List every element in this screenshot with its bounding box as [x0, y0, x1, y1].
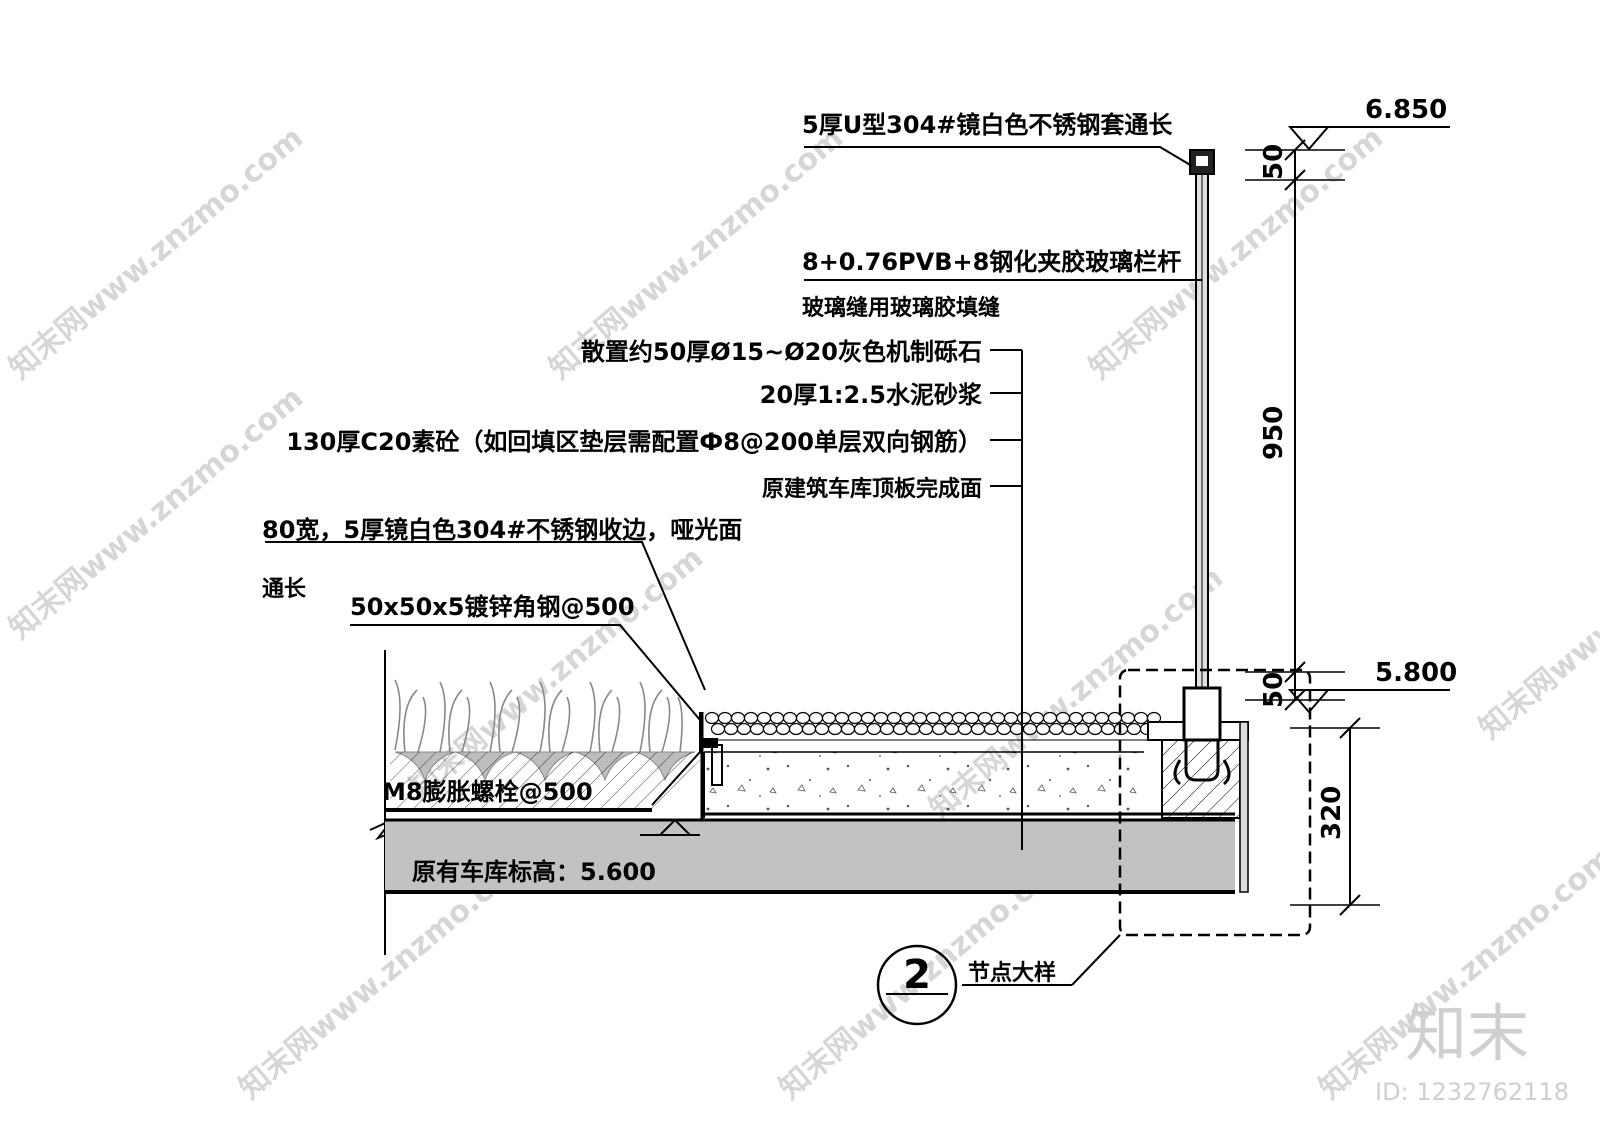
gravel-pebble — [788, 722, 804, 736]
detail-title: 节点大样 — [968, 960, 1056, 986]
gravel-pebble — [860, 711, 876, 725]
brand-watermark: 知末 — [1405, 997, 1529, 1070]
gravel-pebble — [1061, 722, 1077, 736]
watermark-text: 知末网www.znzmo.com — [3, 120, 310, 386]
gravel-pebble — [1003, 711, 1019, 725]
gravel-pebble — [1094, 711, 1110, 725]
watermark-text: 知末网www.znzmo.com — [3, 380, 310, 646]
gravel-pebble — [1068, 711, 1084, 725]
gravel-pebble — [990, 711, 1006, 725]
gravel-pebble — [834, 711, 850, 725]
gravel-pebble — [925, 711, 941, 725]
label-mortar: 20厚1:2.5水泥砂浆 — [760, 381, 983, 409]
gravel-pebble — [1074, 722, 1090, 736]
gravel-pebble — [983, 722, 999, 736]
gravel-pebble — [1087, 722, 1103, 736]
gravel-pebble — [704, 711, 720, 725]
gravel-pebble — [1048, 722, 1064, 736]
gravel-pebble — [840, 722, 856, 736]
gravel-pebble — [977, 711, 993, 725]
gravel-pebble — [736, 722, 752, 736]
gravel-pebble — [1042, 711, 1058, 725]
gravel-pebble — [723, 722, 739, 736]
label-edge-strip-cont: 通长 — [262, 577, 307, 602]
gravel-pebble — [1016, 711, 1032, 725]
gravel-pebble — [1029, 711, 1045, 725]
label-glass-rail: 8+0.76PVB+8钢化夹胶玻璃栏杆 — [802, 248, 1181, 276]
gravel-pebble — [827, 722, 843, 736]
label-glass-joint: 玻璃缝用玻璃胶填缝 — [802, 295, 1000, 321]
gravel-pebble — [1035, 722, 1051, 736]
gravel-pebble — [892, 722, 908, 736]
detail-number: 2 — [903, 952, 931, 998]
label-roof-slab: 原建筑车库顶板完成面 — [762, 476, 982, 502]
dim-950: 950 — [1259, 406, 1289, 460]
gravel-pebble — [749, 722, 765, 736]
gravel-pebble — [1133, 711, 1149, 725]
gravel-pebble — [717, 711, 733, 725]
gravel-pebble — [814, 722, 830, 736]
gravel-pebble — [808, 711, 824, 725]
label-gravel: 散置约50厚Ø15~Ø20灰色机制砾石 — [581, 338, 982, 366]
gravel-pebble — [847, 711, 863, 725]
gravel-pebble — [1022, 722, 1038, 736]
gravel-pebble — [795, 711, 811, 725]
grass-planting — [394, 679, 683, 753]
gravel-pebble — [957, 722, 973, 736]
watermark-text: 知末网www.znzmo.com — [1473, 480, 1600, 746]
gravel-pebble — [1100, 722, 1116, 736]
gravel-pebble — [970, 722, 986, 736]
gravel-pebble — [730, 711, 746, 725]
label-garage-level: 原有车库标高：5.600 — [412, 858, 656, 886]
section-drawing — [265, 126, 1450, 1026]
dim-50-top: 50 — [1259, 144, 1289, 180]
label-concrete: 130厚C20素砼（如回填区垫层需配置Ф8@200单层双向钢筋） — [286, 428, 982, 456]
elevation-top: 6.850 — [1365, 95, 1447, 125]
gravel-pebble — [944, 722, 960, 736]
gravel-pebble — [775, 722, 791, 736]
gravel-pebble — [1081, 711, 1097, 725]
gravel-pebble — [1120, 711, 1136, 725]
annotation-labels: 5厚U型304#镜白色不锈钢套通长 8+0.76PVB+8钢化夹胶玻璃栏杆 玻璃… — [262, 95, 1457, 998]
label-u-channel: 5厚U型304#镜白色不锈钢套通长 — [802, 111, 1173, 139]
gravel-pebble — [918, 722, 934, 736]
gravel-pebble — [938, 711, 954, 725]
gravel-pebble — [1126, 722, 1142, 736]
elevation-mid: 5.800 — [1375, 658, 1457, 688]
dim-50-bottom: 50 — [1259, 672, 1289, 708]
gravel-pebble — [710, 722, 726, 736]
gravel-pebble — [1055, 711, 1071, 725]
gravel-layer — [704, 711, 1168, 741]
gravel-pebble — [866, 722, 882, 736]
gravel-pebble — [886, 711, 902, 725]
label-edge-strip: 80宽，5厚镜白色304#不锈钢收边，哑光面 — [262, 516, 742, 544]
gravel-pebble — [743, 711, 759, 725]
label-bolt: M8膨胀螺栓@500 — [382, 778, 593, 806]
gravel-pebble — [964, 711, 980, 725]
gravel-pebble — [931, 722, 947, 736]
gravel-pebble — [873, 711, 889, 725]
gravel-pebble — [756, 711, 772, 725]
gravel-pebble — [782, 711, 798, 725]
dim-320: 320 — [1317, 786, 1347, 840]
gravel-pebble — [821, 711, 837, 725]
gravel-pebble — [769, 711, 785, 725]
brand-id: ID: 1232762118 — [1375, 1078, 1569, 1106]
gravel-pebble — [853, 722, 869, 736]
gravel-pebble — [801, 722, 817, 736]
gravel-pebble — [879, 722, 895, 736]
gravel-pebble — [899, 711, 915, 725]
gravel-pebble — [951, 711, 967, 725]
gravel-pebble — [905, 722, 921, 736]
label-angle-steel: 50x50x5镀锌角钢@500 — [350, 593, 635, 621]
gravel-pebble — [996, 722, 1012, 736]
gravel-pebble — [912, 711, 928, 725]
gravel-pebble — [762, 722, 778, 736]
